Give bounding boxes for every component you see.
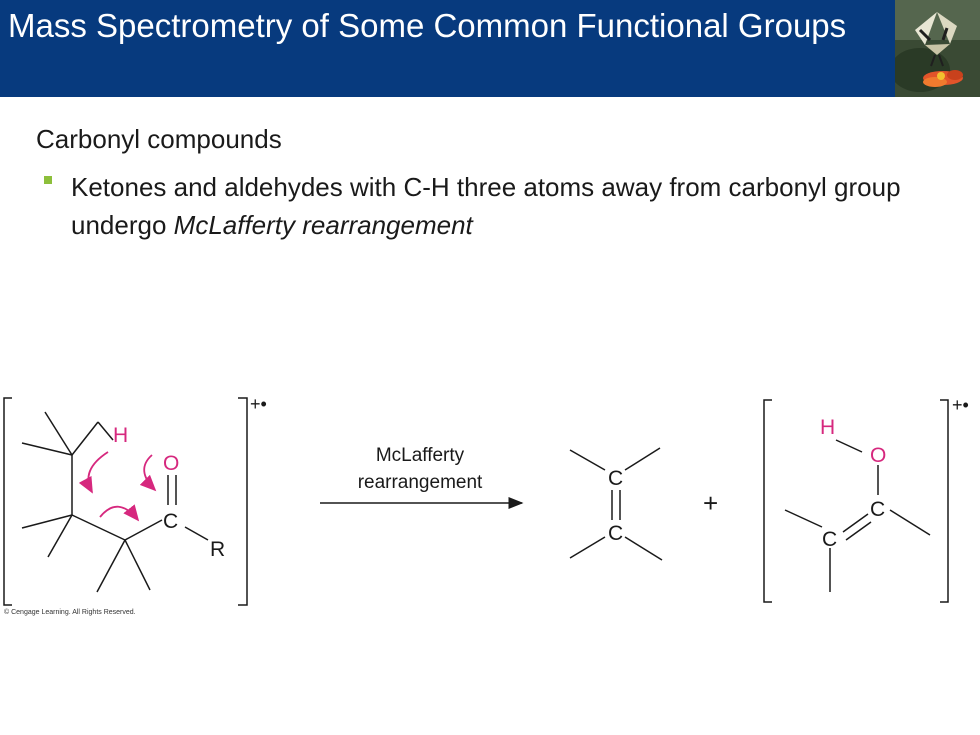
plus-sign: + [703, 488, 718, 518]
reactant-charge: +• [250, 394, 267, 414]
bullet-text: Ketones and aldehydes with C-H three ato… [71, 168, 931, 244]
arrow-label-line1: McLafferty [376, 445, 465, 466]
alkene-bonds [569, 447, 663, 561]
alkene-upper-carbon: C [608, 467, 623, 490]
slide-title: Mass Spectrometry of Some Common Functio… [8, 7, 847, 44]
mclafferty-scheme: +• H O C R McLafferty rearrangement [3, 394, 969, 606]
bullet-body: Ketones and aldehydes with C-H three ato… [71, 172, 901, 240]
reactant-hydrogen: H [113, 424, 128, 447]
section-heading: Carbonyl compounds [36, 124, 282, 154]
enol-bonds [784, 439, 931, 592]
reactant-brackets [3, 397, 248, 606]
bullet-emphasis: McLafferty rearrangement [173, 210, 473, 240]
butterfly-photo [895, 0, 980, 97]
arrow-label-line2: rearrangement [358, 472, 483, 493]
copyright-notice: © Cengage Learning. All Rights Reserved. [4, 609, 136, 616]
bullet-marker [44, 176, 52, 184]
butterfly-image [895, 0, 980, 97]
reactant-oxygen: O [163, 452, 179, 475]
enol-upper-carbon: C [870, 498, 885, 521]
reactant-carbonyl-carbon: C [163, 510, 178, 533]
enol-oxygen: O [870, 444, 886, 467]
title-bar: Mass Spectrometry of Some Common Functio… [0, 0, 895, 97]
electron-arrows [78, 451, 157, 522]
product-charge: +• [952, 395, 969, 415]
enol-hydrogen: H [820, 416, 835, 439]
enol-lower-carbon: C [822, 528, 837, 551]
product-brackets [763, 399, 949, 603]
alkene-lower-carbon: C [608, 522, 623, 545]
reactant-r-group: R [210, 538, 225, 561]
reactant-bonds [21, 411, 209, 593]
